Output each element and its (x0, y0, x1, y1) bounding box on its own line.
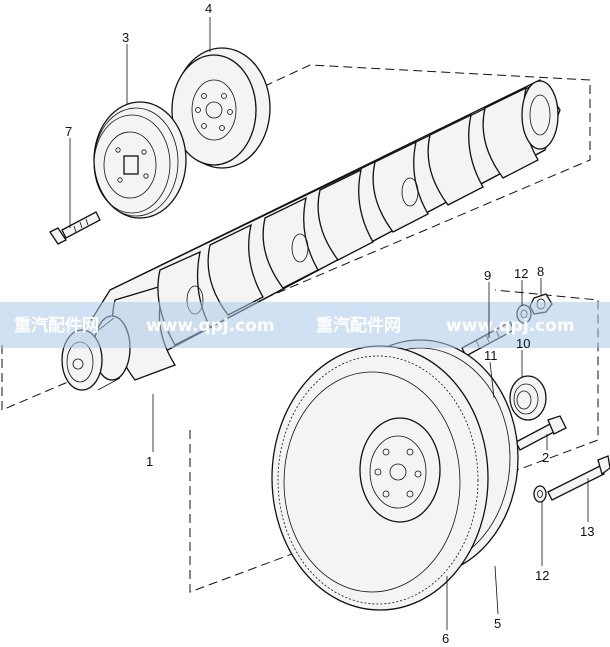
crankshaft-pulley (93, 101, 187, 219)
watermark-band (0, 302, 610, 348)
flywheel-group-boundary (189, 289, 599, 593)
callout-3: 3 (122, 30, 129, 45)
pulley-bolt (49, 211, 101, 245)
callout-12-upper: 12 (514, 266, 528, 281)
callout-5: 5 (494, 616, 501, 631)
watermark-text-4: www.qpj.com (446, 316, 575, 336)
watermark-text-2: www.qpj.com (146, 316, 275, 336)
pilot-bearing (509, 375, 547, 421)
crankshaft-group-boundary (1, 64, 591, 411)
callout-13: 13 (580, 524, 594, 539)
flywheel-bolt (515, 415, 567, 451)
callout-6: 6 (442, 631, 449, 646)
long-bolt (547, 455, 610, 501)
watermark-text-1: 重汽配件网 (14, 315, 99, 336)
leader-lines (69, 17, 589, 630)
callout-11: 11 (484, 348, 498, 363)
callout-10: 10 (516, 336, 530, 351)
callout-4: 4 (205, 1, 212, 16)
watermark-text-3: 重汽配件网 (316, 315, 401, 336)
callout-2: 2 (542, 450, 549, 465)
vibration-damper (171, 47, 271, 169)
callout-8: 8 (537, 264, 544, 279)
callout-12-lower: 12 (535, 568, 549, 583)
callout-7: 7 (65, 124, 72, 139)
flywheel-assembly (271, 339, 519, 611)
lock-washer-lower (533, 485, 547, 503)
callout-9: 9 (484, 268, 491, 283)
callout-1: 1 (146, 454, 153, 469)
